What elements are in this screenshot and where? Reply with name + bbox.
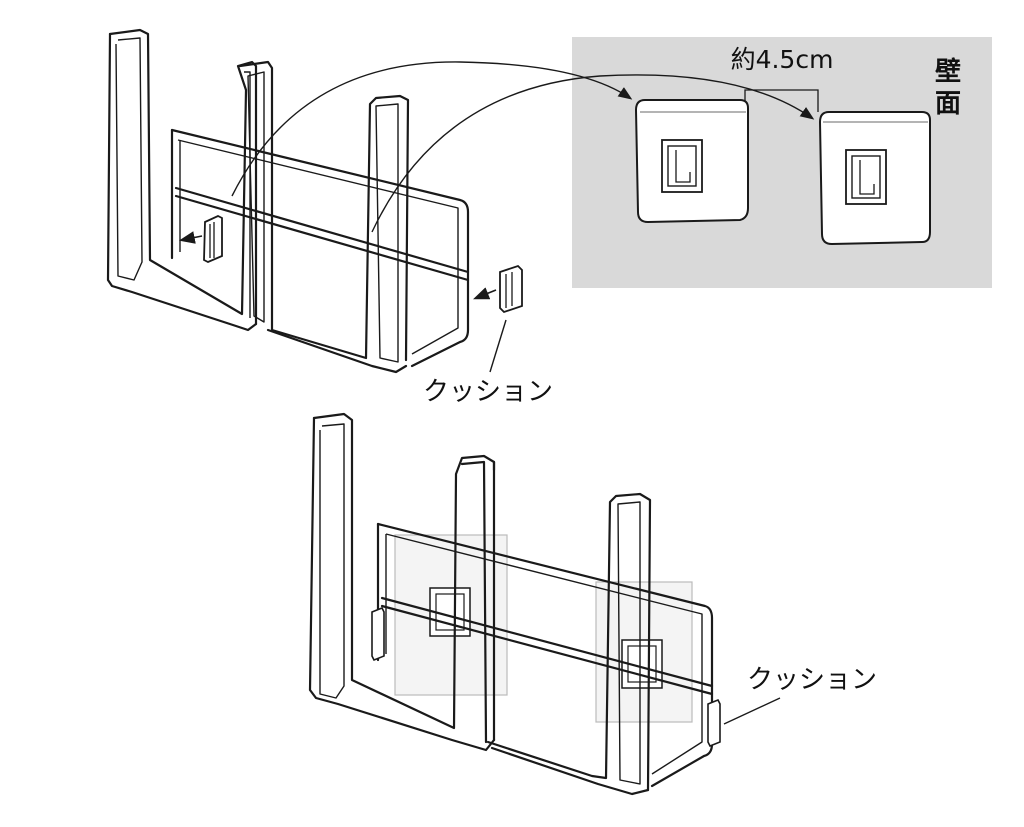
mount-arrow-right — [371, 74, 815, 233]
wall-label-2: 面 — [935, 89, 961, 119]
cushion-arrow-left — [178, 231, 203, 244]
cushion-pad-icon — [203, 215, 223, 263]
rack-bottom — [308, 412, 721, 796]
distance-label: 約4.5cm — [731, 45, 834, 74]
wall-label-1: 壁 — [935, 56, 961, 87]
adhesive-hook-icon — [818, 111, 931, 246]
cushion-label-bottom: クッション — [747, 665, 877, 695]
mount-arrow-left — [231, 61, 633, 197]
rack-top — [106, 28, 470, 374]
cushion-leader-bottom — [723, 697, 781, 725]
cushion-label-top: クッション — [423, 377, 553, 407]
cushion-leader-top — [489, 319, 507, 373]
cushion-pad-icon — [499, 264, 523, 314]
adhesive-hook-icon — [634, 99, 749, 224]
cushion-arrow-right — [473, 287, 497, 300]
